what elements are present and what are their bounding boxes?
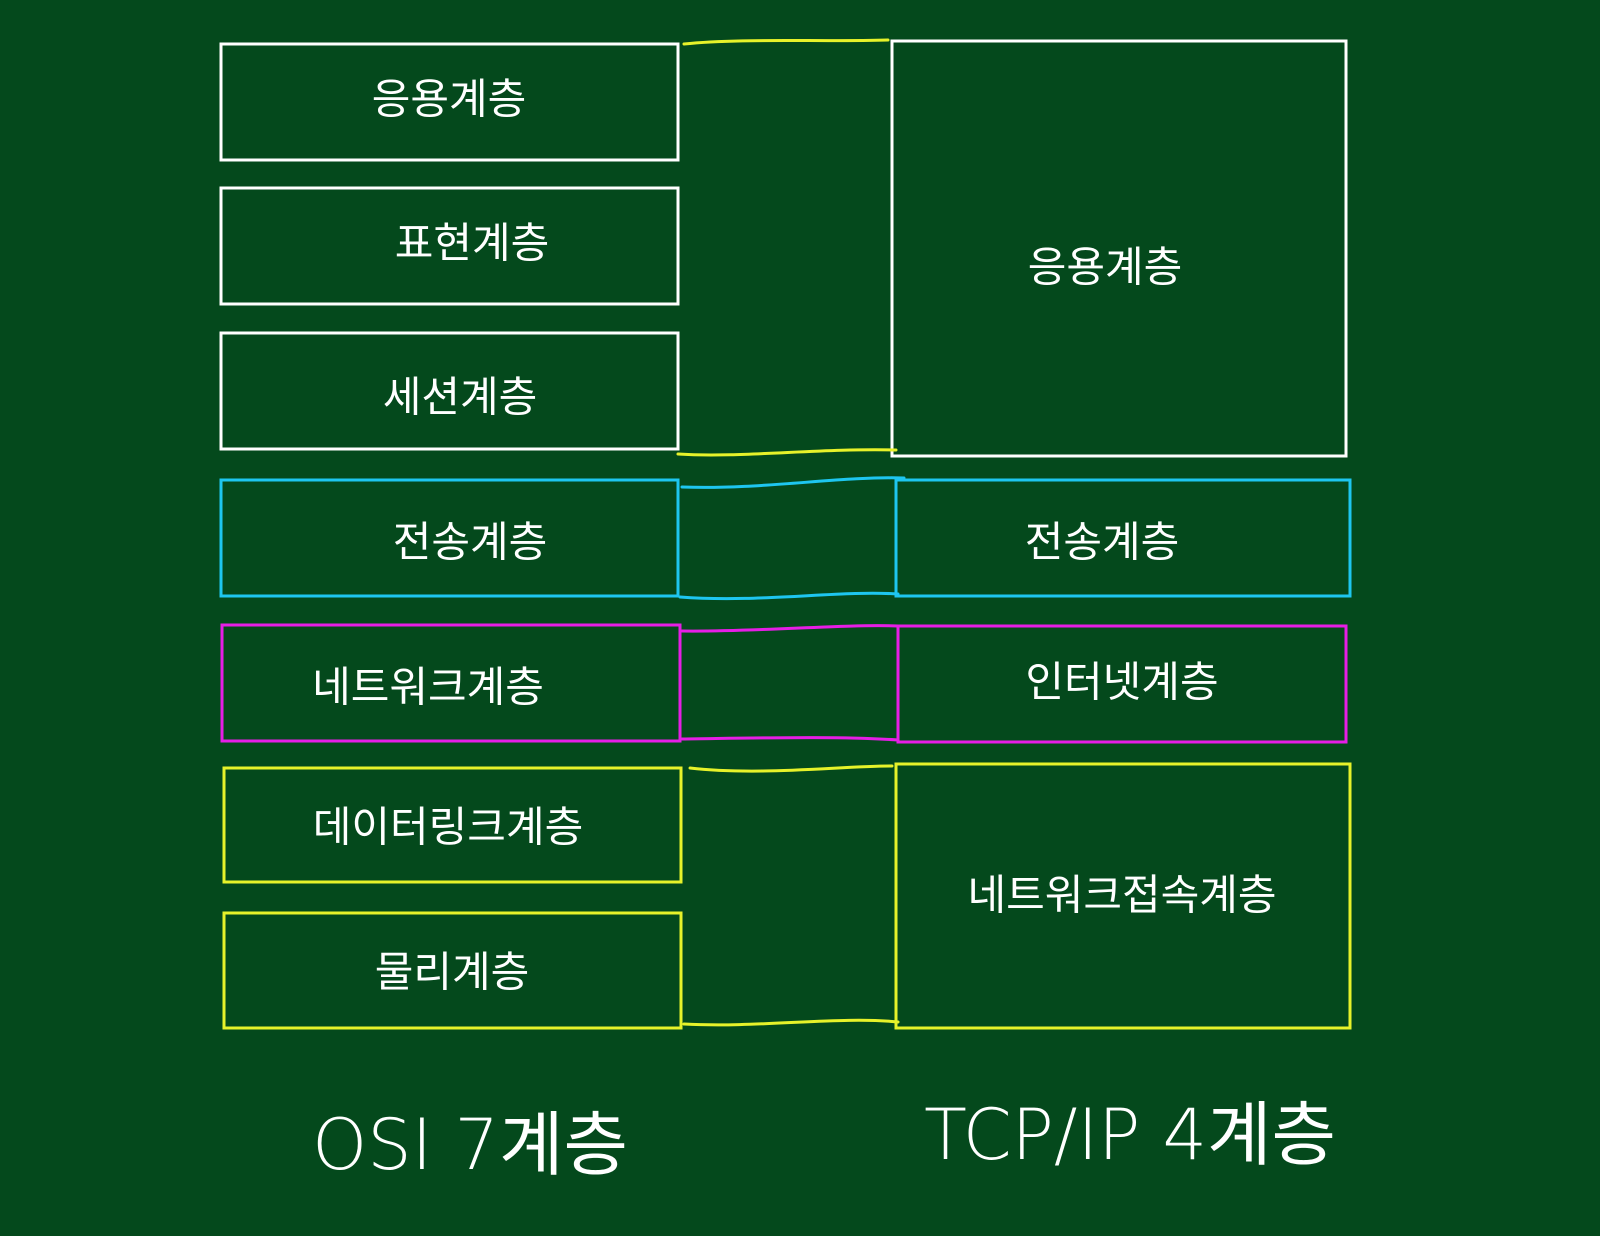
connector-link-bottom [682,1018,900,1027]
tcpip-layer-transport: 전송계층 [894,478,1352,598]
connector-link-top [688,764,894,773]
tcpip-layer-stack: 응용계층 전송계층 인터넷계층 네트워크접속계층 [890,39,1352,1030]
osi-layer-stack: 응용계층 표현계층 세션계층 전송계층 네트워크계층 데이터링크계층 물리계층 [219,42,683,1030]
osi-layer-datalink: 데이터링크계층 [222,766,683,884]
tcpip-layer-network-access: 네트워크접속계층 [894,762,1352,1030]
layer-connectors [676,38,906,1027]
osi-layer-session-box [219,331,680,451]
connector-network-bottom [680,736,900,742]
tcpip-layer-application-box [890,39,1348,458]
tcpip-layer-internet-box [896,624,1348,744]
tcpip-layer-network-access-box [894,762,1352,1030]
osi-layer-presentation: 표현계층 [219,186,680,306]
osi-layer-application-label: 응용계층 [372,75,527,124]
tcpip-caption: TCP/IP 4계층 [924,1094,1336,1176]
tcpip-layer-network-access-label: 네트워크접속계층 [967,871,1276,920]
osi-layer-network-box [220,623,682,743]
tcpip-layer-transport-label: 전송계층 [1025,518,1180,567]
connector-application-bottom [676,448,898,457]
osi-layer-application-box [219,42,680,162]
osi-layer-physical: 물리계층 [222,911,683,1030]
osi-layer-transport-label: 전송계층 [393,518,548,567]
tcpip-layer-internet: 인터넷계층 [896,624,1348,744]
osi-layer-physical-label: 물리계층 [375,948,530,997]
tcpip-layer-internet-label: 인터넷계층 [1025,658,1218,707]
connector-network-top [680,624,900,633]
osi-layer-network: 네트워크계층 [220,623,682,743]
osi-layer-transport: 전송계층 [219,478,680,598]
connector-application-top [682,38,890,46]
osi-layer-application: 응용계층 [219,42,680,162]
tcpip-layer-application: 응용계층 [890,39,1348,458]
osi-layer-session-label: 세션계층 [383,373,538,422]
osi-layer-transport-box [219,478,680,598]
osi-layer-physical-box [222,911,683,1030]
tcpip-layer-application-label: 응용계층 [1028,243,1183,292]
osi-layer-network-label: 네트워크계층 [312,663,544,712]
osi-caption: OSI 7계층 [312,1104,628,1186]
osi-layer-presentation-label: 표현계층 [395,219,550,268]
osi-layer-datalink-label: 데이터링크계층 [313,803,583,852]
tcpip-layer-transport-box [894,478,1352,598]
connector-transport-bottom [678,591,900,601]
osi-layer-datalink-box [222,766,683,884]
osi-layer-presentation-box [219,186,680,306]
osi-layer-session: 세션계층 [219,331,680,451]
connector-transport-top [680,476,906,489]
